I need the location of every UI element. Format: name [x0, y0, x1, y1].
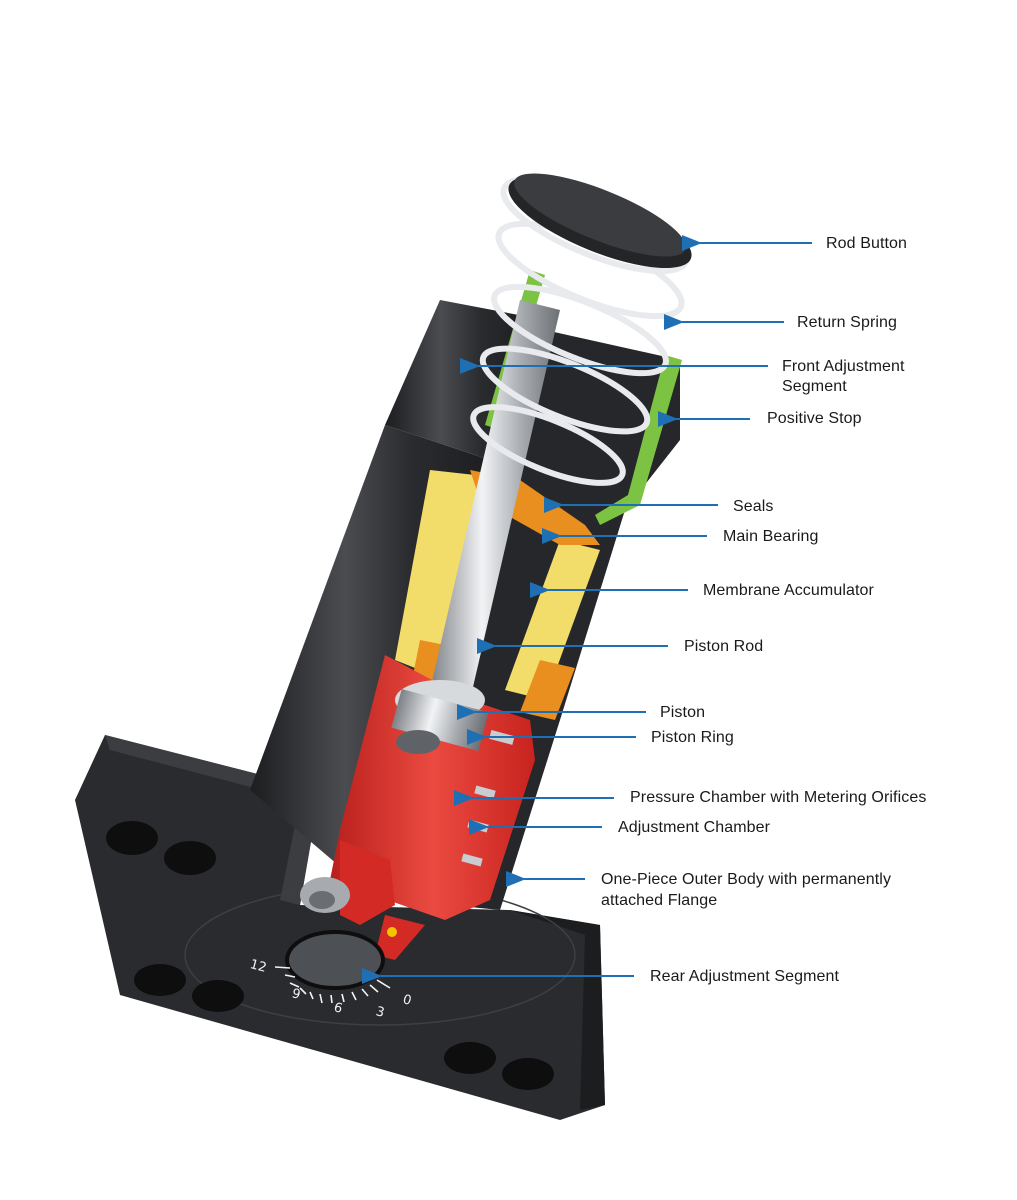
label-pressure-chamber: Pressure Chamber with Metering Orifices [630, 789, 927, 806]
rod-button [508, 173, 692, 269]
label-front-adjustment-segment-line1: Front Adjustment [782, 358, 905, 375]
label-positive-stop: Positive Stop [767, 410, 862, 427]
label-rear-adjustment-segment: Rear Adjustment Segment [650, 968, 840, 985]
mounting-hole [502, 1058, 554, 1090]
label-return-spring: Return Spring [797, 314, 898, 331]
label-outer-body-line1: One-Piece Outer Body with permanently [601, 871, 892, 888]
label-piston-rod: Piston Rod [684, 638, 764, 655]
dial-label-9: 9 [290, 986, 302, 1003]
label-main-bearing: Main Bearing [723, 528, 819, 545]
label-seals: Seals [733, 498, 774, 515]
dial-label-6: 6 [332, 1000, 344, 1017]
leader-lines [362, 235, 812, 984]
label-piston: Piston [660, 704, 706, 721]
label-adjustment-chamber: Adjustment Chamber [618, 819, 771, 836]
dial-label-12: 12 [248, 957, 268, 976]
label-membrane-accumulator: Membrane Accumulator [703, 582, 874, 599]
rear-adjustment-dial: 12 9 6 3 0 [248, 930, 413, 1021]
label-front-adjustment-segment-line2: Segment [782, 378, 847, 395]
mounting-hole [192, 980, 244, 1012]
mounting-hole [444, 1042, 496, 1074]
dial-label-3: 3 [374, 1004, 386, 1021]
dial-label-0: 0 [401, 992, 413, 1009]
mounting-hole [134, 964, 186, 996]
label-piston-ring: Piston Ring [651, 729, 734, 746]
mounting-hole [106, 821, 158, 855]
label-rod-button: Rod Button [826, 235, 908, 252]
label-outer-body-line2: attached Flange [601, 892, 718, 909]
mounting-hole [164, 841, 216, 875]
